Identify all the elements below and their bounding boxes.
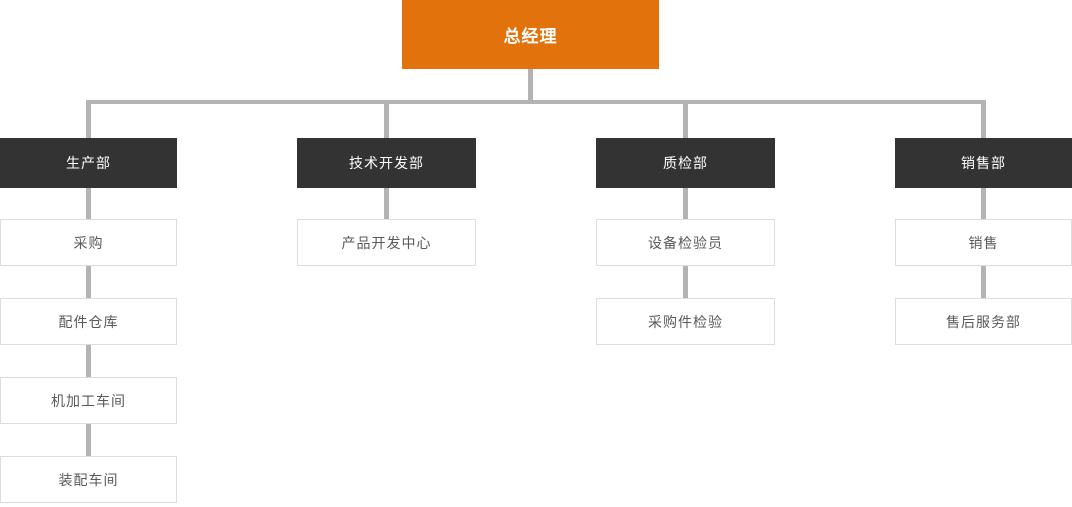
connector-production-child-1 [86, 188, 91, 219]
org-column-tech-development: 技术开发部 产品开发中心 [297, 138, 476, 266]
connector-quality-child-2 [683, 266, 688, 298]
connector-horizontal-bus [86, 100, 986, 104]
leaf-node-sales: 销售 [895, 219, 1072, 266]
connector-production-child-4 [86, 424, 91, 456]
connector-sales-child-1 [981, 188, 986, 219]
leaf-node-after-sales-service: 售后服务部 [895, 298, 1072, 345]
leaf-node-procurement: 采购 [0, 219, 177, 266]
connector-quality-child-1 [683, 188, 688, 219]
connector-tech-child-1 [384, 188, 389, 219]
leaf-node-purchased-parts-inspection: 采购件检验 [596, 298, 775, 345]
leaf-node-product-dev-center: 产品开发中心 [297, 219, 476, 266]
dept-node-sales: 销售部 [895, 138, 1072, 188]
org-column-quality-inspection: 质检部 设备检验员 采购件检验 [596, 138, 775, 345]
root-node-general-manager: 总经理 [402, 0, 659, 69]
org-column-sales: 销售部 销售 售后服务部 [895, 138, 1072, 345]
dept-node-tech-development: 技术开发部 [297, 138, 476, 188]
leaf-node-parts-warehouse: 配件仓库 [0, 298, 177, 345]
dept-node-production: 生产部 [0, 138, 177, 188]
connector-drop-sales [981, 104, 986, 138]
connector-root-vertical [528, 69, 533, 100]
connector-drop-production [86, 104, 91, 138]
connector-production-child-2 [86, 266, 91, 298]
org-column-production: 生产部 采购 配件仓库 机加工车间 装配车间 [0, 138, 177, 503]
connector-sales-child-2 [981, 266, 986, 298]
leaf-node-equipment-inspector: 设备检验员 [596, 219, 775, 266]
connector-production-child-3 [86, 345, 91, 377]
leaf-node-machining-workshop: 机加工车间 [0, 377, 177, 424]
connector-drop-quality-inspection [683, 104, 688, 138]
dept-node-quality-inspection: 质检部 [596, 138, 775, 188]
connector-drop-tech-development [384, 104, 389, 138]
leaf-node-assembly-workshop: 装配车间 [0, 456, 177, 503]
